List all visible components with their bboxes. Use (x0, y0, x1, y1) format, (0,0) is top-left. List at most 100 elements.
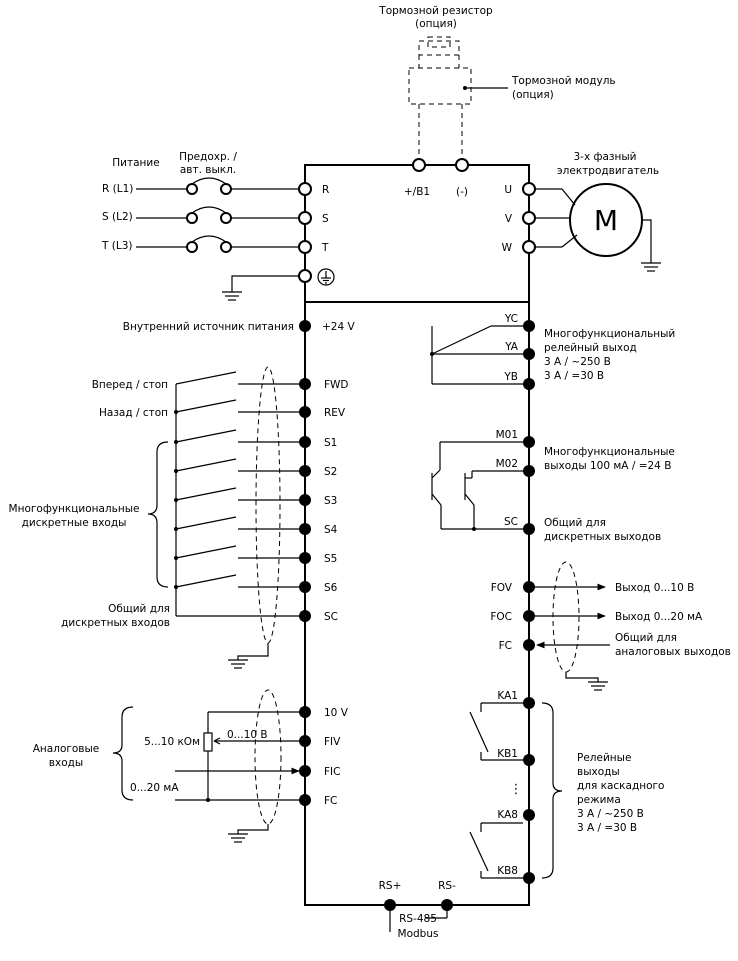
terminal-fc-in-label: FC (324, 795, 337, 807)
potentiometer-label: 5...10 кОм (144, 736, 200, 748)
multi-inputs-brace (147, 441, 169, 588)
terminal-t (298, 240, 312, 254)
relay-line2: релейный выход (544, 342, 637, 354)
terminal-fov-label: FOV (491, 582, 513, 594)
analog-outputs-shield (552, 561, 580, 673)
terminal-rev-label: REV (324, 407, 346, 419)
common-analog-line2: аналоговых выходов (615, 646, 731, 658)
terminal-fwd-label: FWD (324, 379, 349, 391)
terminal-sc-out-label: SC (504, 516, 518, 528)
terminal-kb1-label: KB1 (497, 748, 518, 760)
terminal-ka1 (523, 697, 535, 709)
rs485-line1: RS-485 (399, 913, 437, 925)
terminal-fic (299, 765, 311, 777)
terminal-w-label: W (502, 242, 513, 254)
voltage-range-label: 0...10 В (227, 729, 268, 741)
brake-resistor-title: Тормозной резистор (378, 5, 493, 17)
relay-line1: Многофункциональный (544, 328, 675, 340)
terminal-rs-minus (441, 899, 453, 911)
inverter-body (304, 164, 530, 906)
terminal-rs-plus-label: RS+ (379, 880, 402, 892)
terminal-fc-in (299, 794, 311, 806)
terminal-rs-minus-label: RS- (438, 880, 456, 892)
terminal-sc-label: SC (324, 611, 338, 623)
cascade-line4: режима (577, 794, 621, 806)
terminal-kb8 (523, 872, 535, 884)
relay-line4: 3 А / =30 В (544, 370, 604, 382)
terminal-10v-label: 10 V (324, 707, 349, 719)
breaker-l1 (136, 177, 299, 195)
terminal-s3-label: S3 (324, 495, 337, 507)
cascade-line3: для каскадного (577, 780, 664, 792)
forward-label: Вперед / стоп (92, 379, 168, 391)
terminal-pb1 (412, 158, 426, 172)
digital-input-terminals (299, 378, 311, 622)
analog-inputs-shield (254, 689, 282, 825)
digital-shield-ground-icon (228, 643, 269, 669)
motor-symbol: M (594, 204, 618, 237)
terminal-kb8-label: KB8 (497, 865, 518, 877)
terminal-s1-label: S1 (324, 437, 337, 449)
terminal-m02-label: M02 (496, 458, 518, 470)
terminal-ka8-label: KA8 (497, 809, 518, 821)
motor-title-line2: электродвигатель (557, 165, 659, 177)
rs485-line2: Modbus (398, 928, 439, 940)
breaker-line1: Предохр. / (179, 151, 237, 163)
common-inputs-line1: Общий для (108, 603, 170, 615)
terminal-foc-label: FOC (490, 611, 512, 623)
terminal-t-label: T (321, 242, 329, 254)
pe-ground-symbol (317, 268, 335, 286)
cascade-ellipsis: ⋮ (510, 782, 523, 797)
brake-module-option: (опция) (512, 89, 554, 101)
common-inputs-line2: дискретных входов (61, 617, 170, 629)
terminal-minus-label: (-) (456, 186, 468, 198)
cascade-line6: 3 А / =30 В (577, 822, 637, 834)
terminal-v-label: V (505, 213, 513, 225)
terminal-p24-label: +24 V (322, 321, 355, 333)
digital-inputs-shield (255, 366, 281, 644)
phase-label-l2: S (L2) (102, 211, 133, 223)
cascade-relays (469, 702, 523, 879)
common-out-line1: Общий для (544, 517, 606, 529)
terminal-s-label: S (322, 213, 329, 225)
input-switches (174, 371, 299, 617)
terminal-yc (523, 320, 535, 332)
terminal-s3 (299, 494, 311, 506)
brake-resistor (418, 36, 460, 68)
terminal-kb1 (523, 754, 535, 766)
terminal-ka8 (523, 809, 535, 821)
multi-inputs-line1: Многофункциональные (9, 503, 140, 515)
relay-line3: 3 А / ~250 В (544, 356, 611, 368)
outputs-line1: Многофункциональные (544, 446, 675, 458)
common-analog-line1: Общий для (615, 632, 677, 644)
rs485-wiring (389, 911, 448, 932)
analog-input-terminals (299, 706, 311, 806)
terminal-yb (523, 378, 535, 390)
terminal-s4 (299, 523, 311, 535)
outputs-line2: выходы 100 мА / =24 В (544, 460, 671, 472)
terminal-sc (299, 610, 311, 622)
brake-module-title: Тормозной модуль (511, 75, 616, 87)
terminal-yb-label: YB (503, 371, 518, 383)
terminal-s6 (299, 581, 311, 593)
analog-input-wiring (175, 711, 300, 802)
terminal-fiv-label: FIV (324, 736, 341, 748)
current-range-label: 0...20 мА (130, 782, 179, 794)
multi-inputs-line2: дискретные входы (22, 517, 127, 529)
power-title: Питание (112, 157, 159, 169)
cascade-line5: 3 А / ~250 В (577, 808, 644, 820)
terminal-s5 (299, 552, 311, 564)
terminal-p24 (299, 320, 311, 332)
terminal-fic-label: FIC (324, 766, 340, 778)
out-current-label: Выход 0...20 мА (615, 611, 703, 623)
terminal-fov (523, 581, 535, 593)
terminal-foc (523, 610, 535, 622)
analog-inputs-line2: входы (49, 757, 83, 769)
phase-label-l3: T (L3) (101, 240, 132, 252)
cascade-line2: выходы (577, 766, 620, 778)
cascade-brace (541, 702, 563, 879)
terminal-pb1-label: +/B1 (404, 186, 430, 198)
terminal-r-label: R (322, 184, 329, 196)
terminal-w (522, 240, 536, 254)
